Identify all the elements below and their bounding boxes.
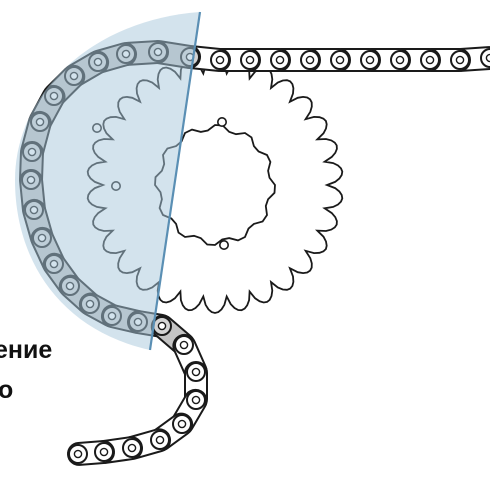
- chain-pin: [99, 447, 109, 457]
- bolt-hole: [217, 117, 228, 128]
- chain-pin: [179, 340, 189, 350]
- chain-pin: [215, 55, 225, 65]
- chain-pin: [335, 55, 345, 65]
- bolt-hole: [219, 240, 230, 251]
- chain-pin: [485, 53, 490, 63]
- chain-pin: [191, 395, 201, 405]
- chain-pin: [365, 55, 375, 65]
- chain-pin: [245, 55, 255, 65]
- chain-pin: [305, 55, 315, 65]
- highlight-wedge: [15, 11, 202, 351]
- chain-pin: [191, 367, 201, 377]
- chain-pin: [127, 443, 137, 453]
- highlight-wedge-edge: [148, 11, 202, 351]
- chain-pin: [73, 449, 83, 459]
- chain-pin: [177, 419, 187, 429]
- caption-line-1: ение: [0, 336, 53, 364]
- chain-roller: [480, 48, 490, 68]
- chain-pin: [425, 55, 435, 65]
- chain-pin: [155, 435, 165, 445]
- chain-pin: [275, 55, 285, 65]
- chain-pin: [455, 55, 465, 65]
- chain-pin: [395, 55, 405, 65]
- caption-line-2: о: [0, 376, 14, 404]
- highlight-wedge-fill: [15, 12, 200, 350]
- chain-pin: [157, 321, 167, 331]
